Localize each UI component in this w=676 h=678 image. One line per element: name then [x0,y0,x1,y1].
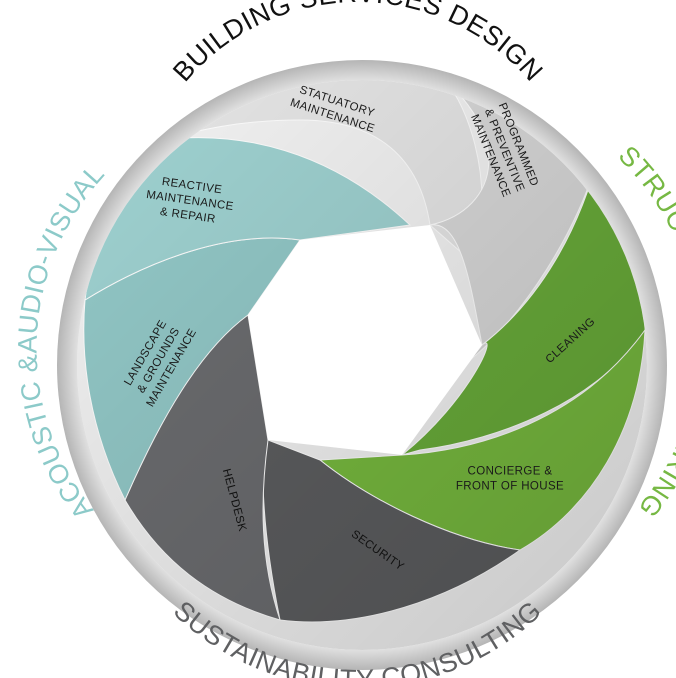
segment-label-line: CONCIERGE & [468,466,553,478]
segment-label-concierge: CONCIERGE & FRONT OF HOUSE [456,466,564,493]
center-hexagon [248,225,482,455]
segment-label-line: FRONT OF HOUSE [456,481,564,493]
